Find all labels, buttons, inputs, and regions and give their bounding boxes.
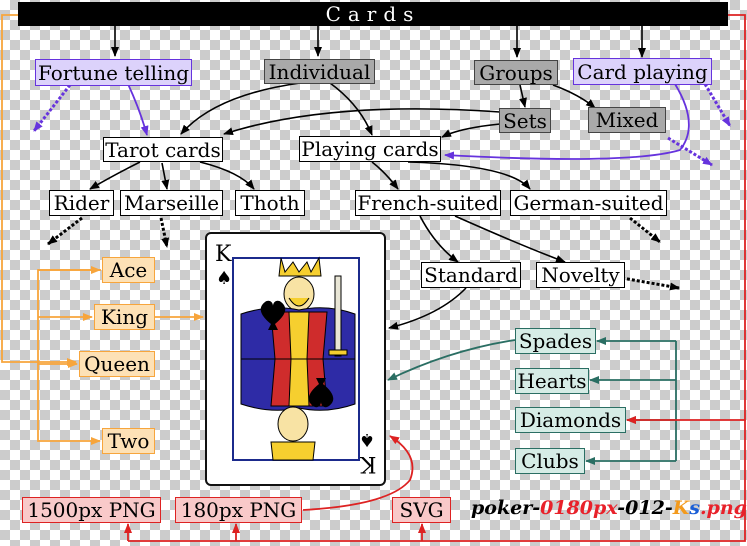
more-cardplaying <box>703 83 732 127</box>
edge-individual-playing <box>329 82 373 136</box>
edge-groups-mixed <box>552 84 596 109</box>
king-figure-icon <box>232 256 360 461</box>
card-suit-bottom: ♠ <box>358 429 375 450</box>
more-german <box>629 216 661 244</box>
filename-label: poker-0180px-012-Ks.png <box>471 497 747 519</box>
node-1500px-png[interactable]: 1500px PNG <box>22 497 161 523</box>
node-180px-png[interactable]: 180px PNG <box>175 497 302 523</box>
node-thoth[interactable]: Thoth <box>235 190 305 216</box>
node-svg[interactable]: SVG <box>392 497 451 523</box>
filename-ext: .png <box>699 497 747 519</box>
red-frame-bottom <box>128 420 746 542</box>
edge-fortune-tarot <box>127 83 149 136</box>
edge-sets-tarot <box>223 108 501 136</box>
node-spades[interactable]: Spades <box>515 328 596 354</box>
node-standard[interactable]: Standard <box>421 262 521 288</box>
edge-playing-french <box>371 161 399 190</box>
node-diamonds[interactable]: Diamonds <box>515 407 626 433</box>
title-bar: Cards <box>18 2 728 26</box>
node-german-suited[interactable]: German-suited <box>510 190 667 216</box>
node-sets[interactable]: Sets <box>499 108 551 133</box>
king-of-spades-card-image[interactable]: K ♠ K ♠ <box>205 232 386 486</box>
more-marseille <box>159 217 170 248</box>
edge-tarot-marseille <box>161 162 170 190</box>
edge-french-standard <box>419 215 459 263</box>
teal-spades-card <box>387 339 516 381</box>
red-frame-top <box>626 14 746 424</box>
edge-playing-german <box>407 161 531 190</box>
node-french-suited[interactable]: French-suited <box>355 190 501 216</box>
node-novelty[interactable]: Novelty <box>536 262 625 288</box>
node-individual[interactable]: Individual <box>264 59 375 84</box>
node-mixed[interactable]: Mixed <box>588 107 666 133</box>
edge-individual-tarot <box>180 82 301 135</box>
edge-cardplaying-playing <box>444 83 690 160</box>
red-180-card <box>302 435 414 511</box>
node-queen[interactable]: Queen <box>79 351 155 377</box>
node-fortune-telling[interactable]: Fortune telling <box>35 59 192 86</box>
edge-french-novelty <box>454 215 566 263</box>
filename-prefix: poker- <box>471 497 541 519</box>
more-novelty <box>621 276 680 291</box>
node-marseille[interactable]: Marseille <box>120 190 223 216</box>
card-rank-top: K <box>215 242 232 267</box>
filename-rank: K <box>672 497 690 519</box>
node-card-playing[interactable]: Card playing <box>573 58 712 85</box>
node-groups[interactable]: Groups <box>474 60 558 85</box>
orange-frame <box>1 14 77 366</box>
more-mixed <box>667 136 713 167</box>
more-rider <box>47 216 83 246</box>
filename-size: 0180px <box>540 497 618 519</box>
more-fortune <box>32 84 72 132</box>
edge-tarot-rider <box>89 161 141 190</box>
filename-suit-letter: s <box>689 497 700 519</box>
edge-groups-sets <box>519 84 527 108</box>
node-hearts[interactable]: Hearts <box>515 368 589 394</box>
edge-sets-playing <box>441 123 501 138</box>
edge-tarot-thoth <box>199 161 255 190</box>
card-suit-top: ♠ <box>216 268 233 289</box>
node-tarot-cards[interactable]: Tarot cards <box>103 137 223 162</box>
node-two[interactable]: Two <box>102 428 155 454</box>
filename-mid: -012- <box>617 497 673 519</box>
node-rider[interactable]: Rider <box>49 190 114 216</box>
card-rank-bottom: K <box>359 451 376 476</box>
edge-standard-card <box>388 287 467 330</box>
node-playing-cards[interactable]: Playing cards <box>299 136 441 162</box>
node-ace[interactable]: Ace <box>102 257 155 283</box>
node-clubs[interactable]: Clubs <box>515 448 585 474</box>
node-king[interactable]: King <box>94 304 155 330</box>
